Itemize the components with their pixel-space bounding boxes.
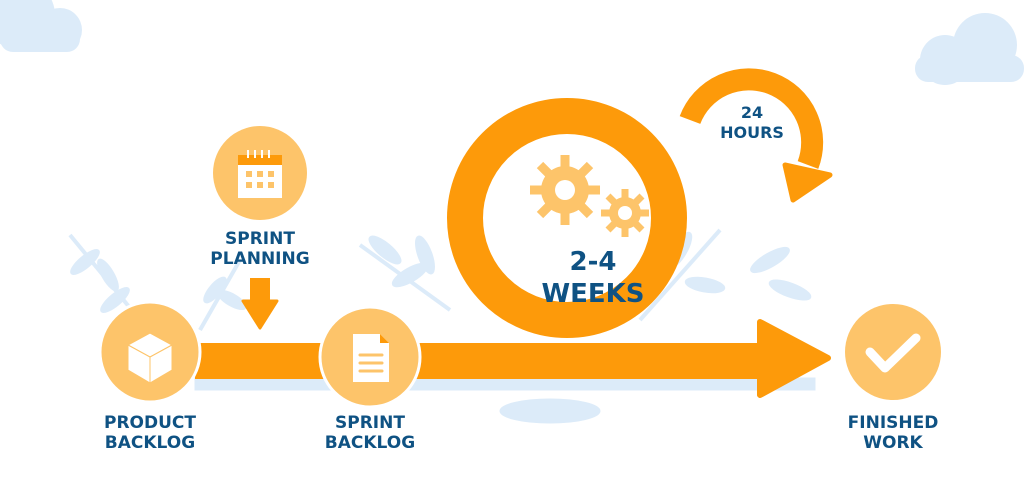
sprint-planning-label-1: SPRINT	[225, 229, 295, 249]
gears-icon	[530, 155, 649, 237]
sprint-backlog-label-1: SPRINT	[335, 413, 405, 433]
planning-down-arrow	[241, 278, 279, 330]
sprint-loop	[447, 98, 687, 338]
cloud-top-left	[0, 0, 82, 52]
daily-label-2: HOURS	[720, 123, 784, 142]
sprint-backlog-label-2: BACKLOG	[325, 433, 415, 453]
sprint-planning-node	[213, 126, 307, 220]
daily-label-1: 24	[741, 103, 763, 122]
cube-icon	[126, 332, 174, 384]
sprint-duration-label-1: 2-4	[570, 247, 617, 277]
product-backlog-label-2: BACKLOG	[105, 433, 195, 453]
document-icon	[353, 334, 389, 382]
checkmark-icon	[865, 333, 921, 373]
sprint-planning-label-2: PLANNING	[210, 249, 309, 269]
product-backlog-label-1: PRODUCT	[104, 413, 196, 433]
finished-work-label-1: FINISHED	[848, 413, 939, 433]
finished-work-node	[845, 304, 941, 400]
cloud-top-right	[915, 13, 1024, 85]
sprint-duration-label-2: WEEKS	[541, 279, 644, 309]
finished-work-label-2: WORK	[863, 433, 923, 453]
main-flow-arrow	[195, 319, 831, 398]
sprint-backlog-node	[318, 305, 422, 409]
product-backlog-node	[98, 300, 202, 404]
daily-loop-arrow	[679, 68, 833, 203]
calendar-icon	[238, 150, 282, 198]
